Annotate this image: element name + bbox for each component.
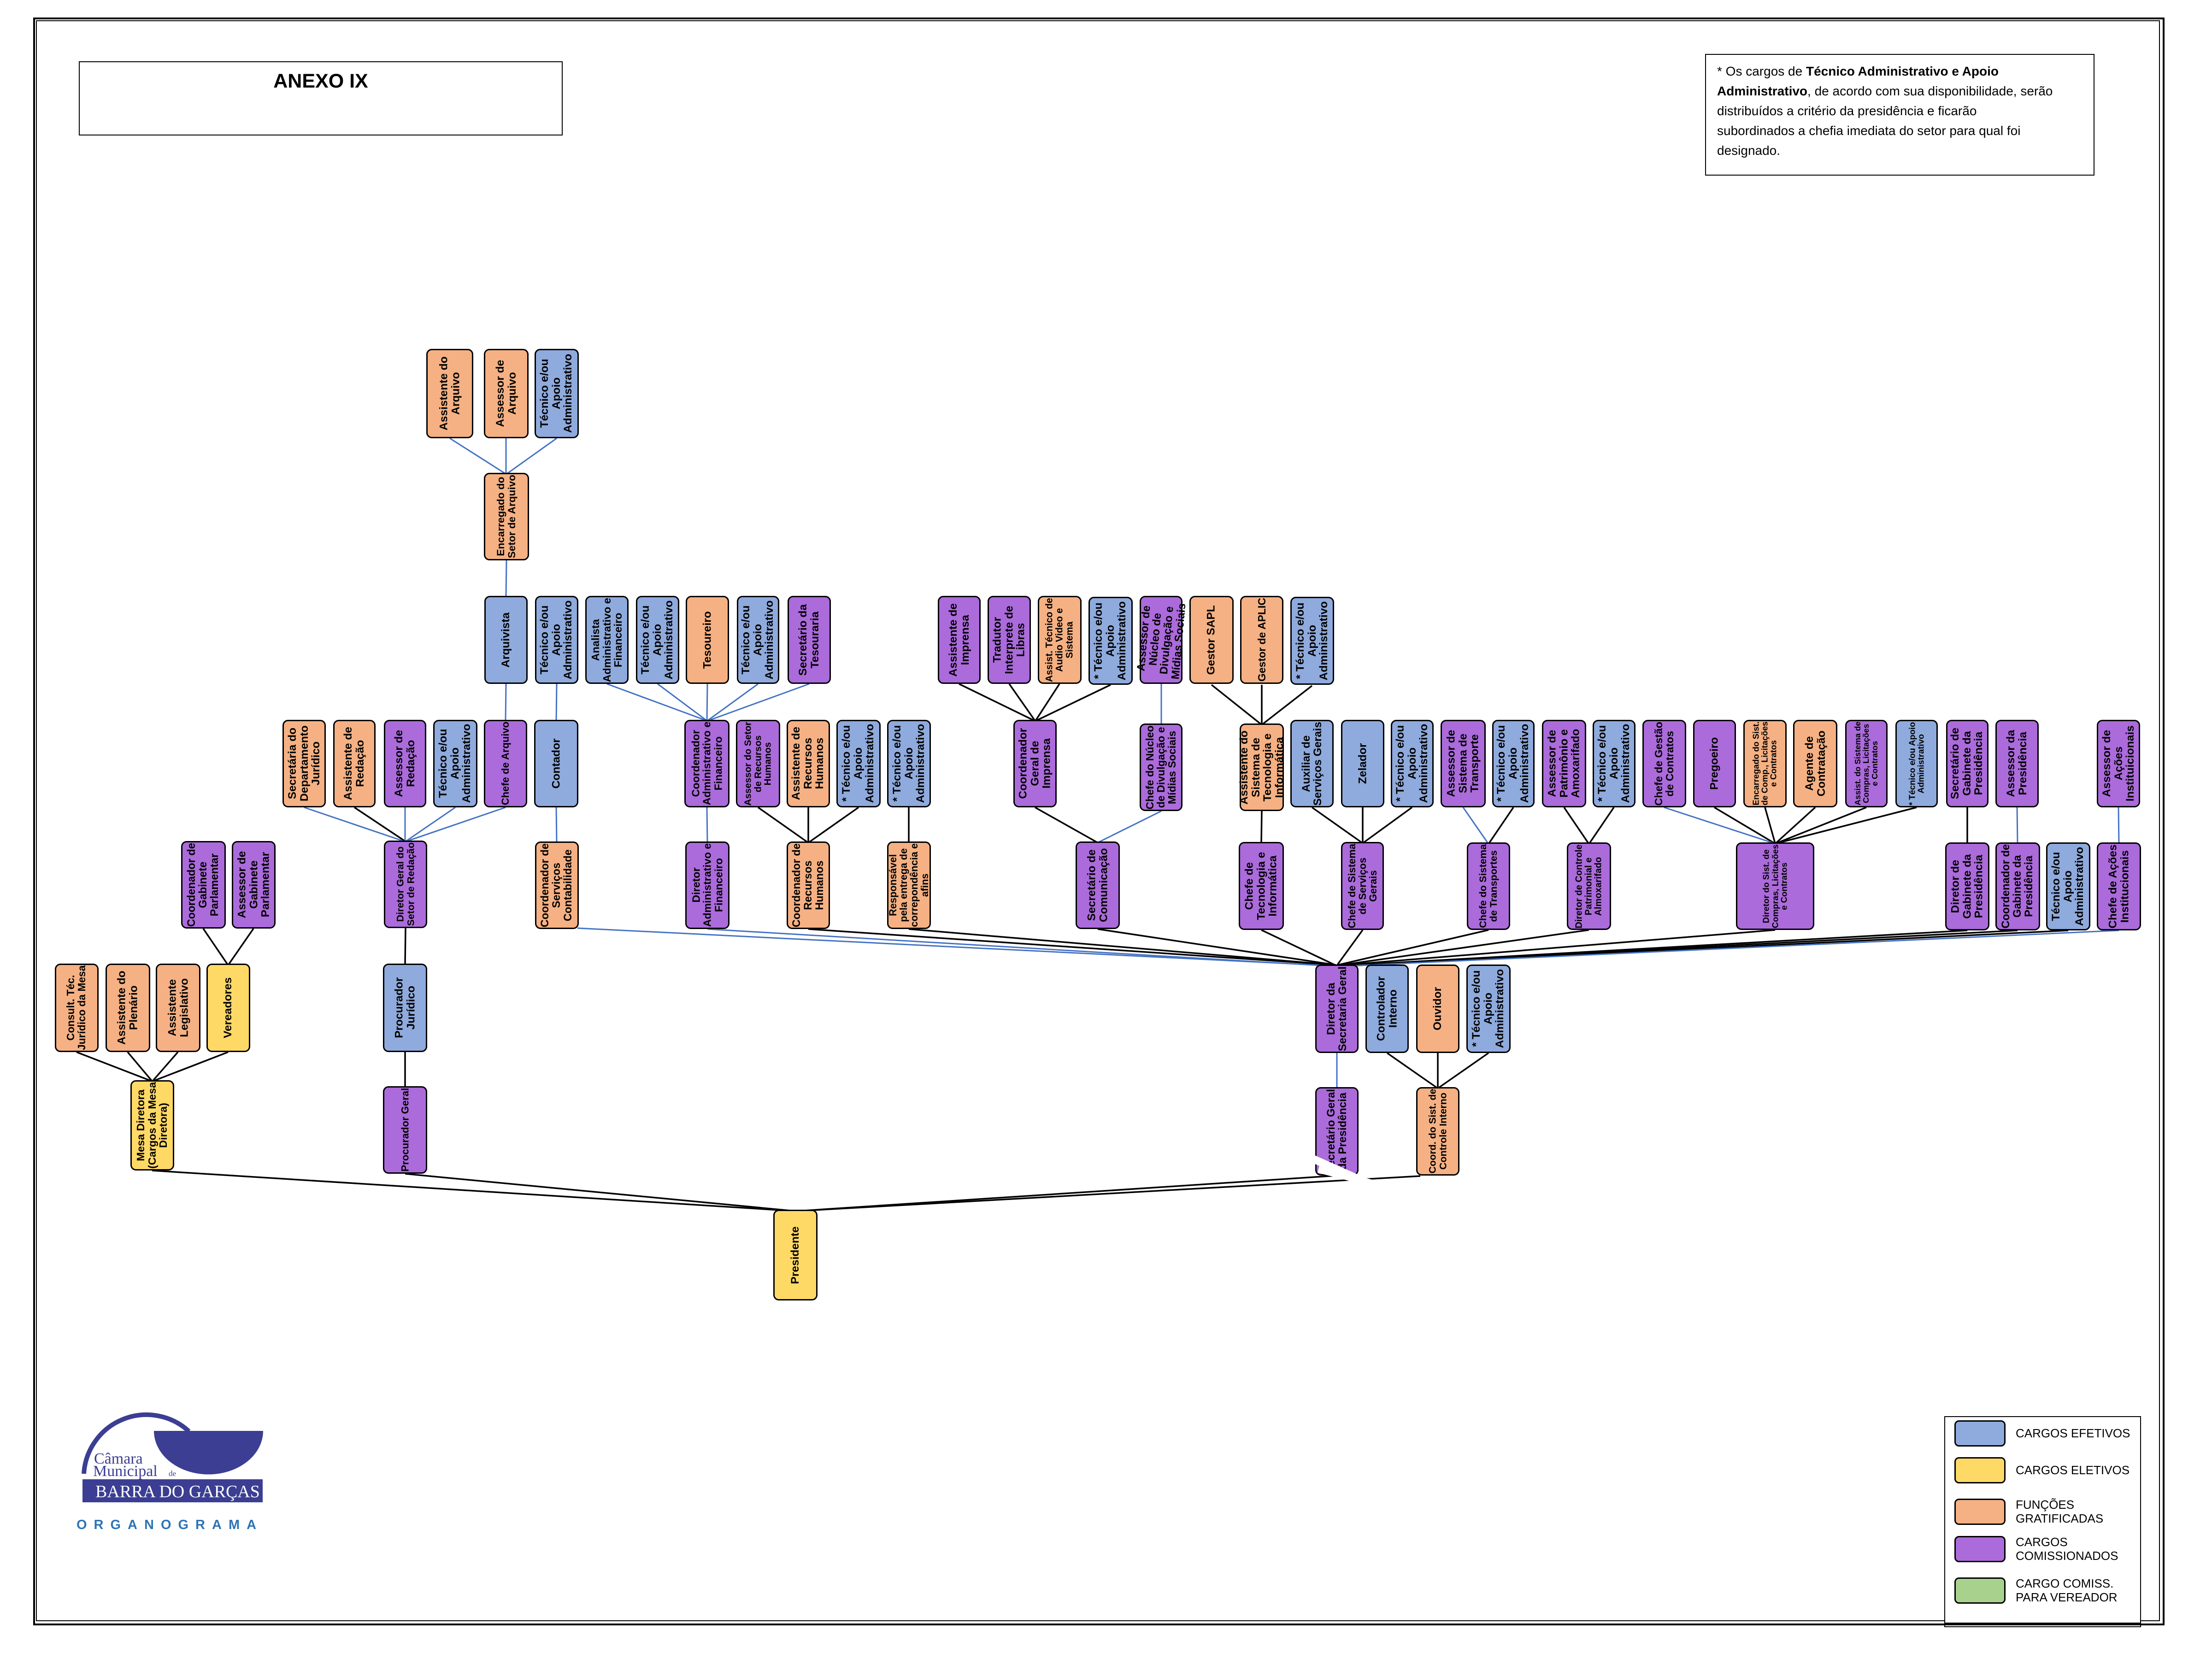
svg-text:ORGANOGRAMA: ORGANOGRAMA xyxy=(76,1518,263,1532)
svg-text:de: de xyxy=(169,1469,176,1478)
svg-text:Municipal: Municipal xyxy=(93,1463,158,1480)
svg-text:Câmara: Câmara xyxy=(94,1450,143,1467)
svg-text:BARRA DO GARÇAS: BARRA DO GARÇAS xyxy=(95,1482,260,1501)
